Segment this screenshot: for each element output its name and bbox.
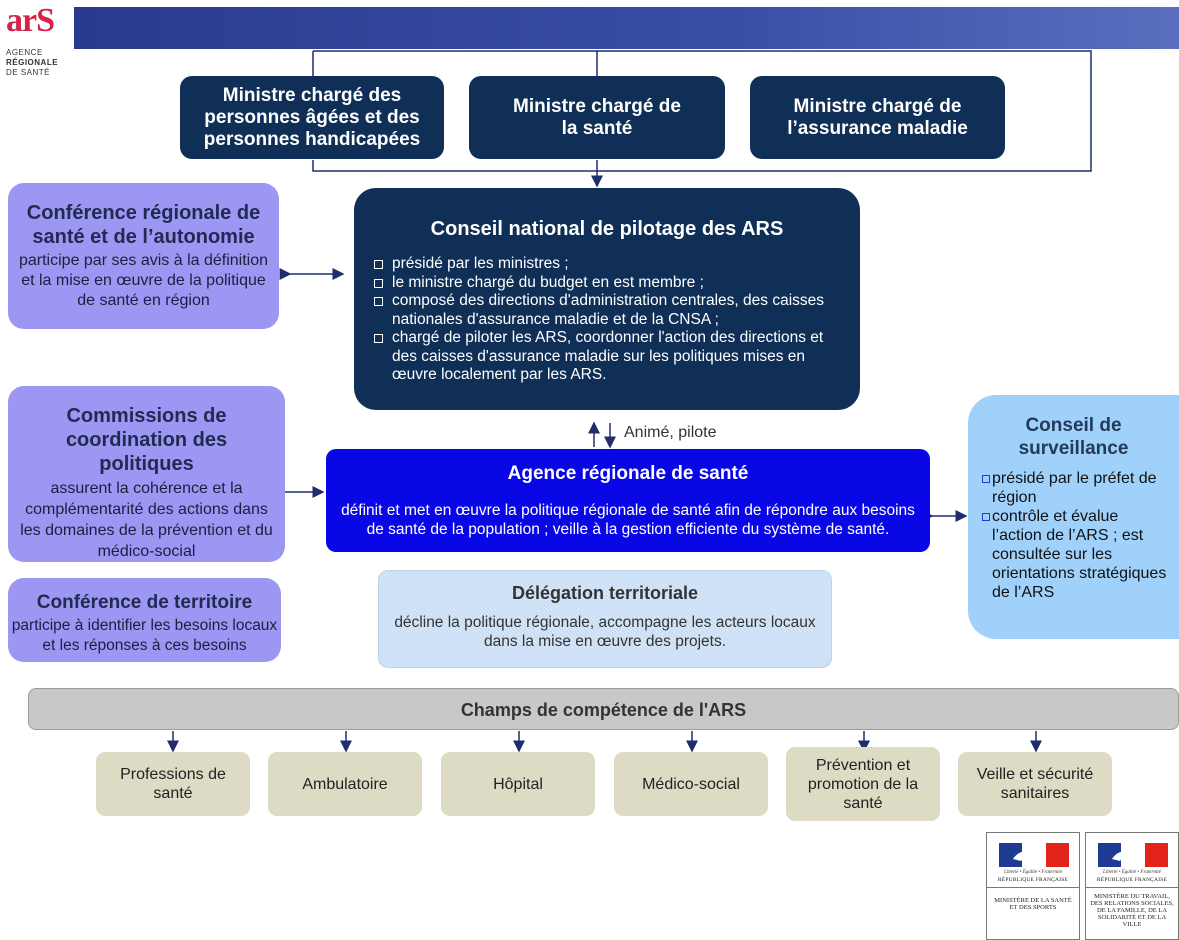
minister-elderly-disabled: Ministre chargé des personnes âgées et d… [180, 76, 444, 159]
minister-health-insurance: Ministre chargé de l’assurance maladie [750, 76, 1005, 159]
conference-territoire-box: Conférence de territoire participe à ide… [8, 578, 281, 662]
logo-line-1: AGENCE [6, 48, 43, 57]
field-professions: Professions de santé [96, 752, 250, 816]
field-ambulatoire: Ambulatoire [268, 752, 422, 816]
ars-logo: arS AGENCE RÉGIONALE DE SANTÉ [6, 2, 72, 92]
conference-regionale-desc: participe par ses avis à la définition e… [18, 252, 269, 309]
link-label: Animé, pilote [624, 424, 717, 441]
marianne-flag-icon [1098, 843, 1168, 867]
conseil-national-title: Conseil national de pilotage des ARS [430, 218, 784, 240]
conseil-surveillance-box: Conseil de surveillance présidé par le p… [968, 395, 1179, 639]
logo-line-2: RÉGIONALE [6, 58, 59, 67]
seal-ministere-sante: Liberté • Égalité • Fraternité RÉPUBLIQU… [986, 832, 1080, 940]
agence-regionale-box: Agence régionale de santé définit et met… [326, 449, 930, 552]
commissions-box: Commissions de coordination des politiqu… [8, 386, 285, 562]
field-veille: Veille et sécurité sanitaires [958, 752, 1112, 816]
conseil-surveillance-title: Conseil de surveillance [1018, 415, 1129, 459]
list-item: le ministre chargé du budget en est memb… [374, 274, 860, 293]
list-item: chargé de piloter les ARS, coordonner l'… [374, 329, 860, 385]
marianne-flag-icon [999, 843, 1069, 867]
commissions-title: Commissions de coordination des politiqu… [65, 405, 228, 475]
field-medico-social: Médico-social [614, 752, 768, 816]
conseil-surveillance-list: présidé par le préfet de région contrôle… [982, 469, 1179, 602]
conseil-national-box: Conseil national de pilotage des ARS pré… [354, 188, 860, 410]
delegation-territoriale-box: Délégation territoriale décline la polit… [378, 570, 832, 668]
list-item: contrôle et évalue l’action de l’ARS ; e… [982, 507, 1179, 602]
logo-mark: arS [6, 2, 55, 39]
delegation-title: Délégation territoriale [511, 583, 699, 603]
seal-ministere-travail: Liberté • Égalité • Fraternité RÉPUBLIQU… [1085, 832, 1179, 940]
conference-territoire-desc: participe à identifier les besoins locau… [11, 617, 278, 654]
conference-regionale-title: Conférence régionale de santé et de l’au… [26, 202, 261, 248]
list-item: présidé par le préfet de région [982, 469, 1179, 507]
conseil-national-list: présidé par les ministres ; le ministre … [374, 255, 860, 385]
list-item: présidé par les ministres ; [374, 255, 860, 274]
minister-health: Ministre chargé de la santé [469, 76, 725, 159]
list-item: composé des directions d'administration … [374, 292, 860, 329]
conference-regionale-box: Conférence régionale de santé et de l’au… [8, 183, 279, 329]
conference-territoire-title: Conférence de territoire [36, 592, 253, 613]
champs-bar: Champs de compétence de l'ARS [28, 688, 1179, 730]
ministers-bracket [312, 50, 1092, 172]
agence-title: Agence régionale de santé [507, 463, 749, 484]
logo-line-3: DE SANTÉ [6, 68, 51, 77]
delegation-desc: décline la politique régionale, accompag… [394, 614, 816, 650]
commissions-desc: assurent la cohérence et la complémentar… [20, 480, 273, 560]
field-hopital: Hôpital [441, 752, 595, 816]
agence-desc: définit et met en œuvre la politique rég… [341, 502, 915, 538]
header-banner [74, 7, 1179, 49]
field-prevention: Prévention et promotion de la santé [786, 747, 940, 821]
